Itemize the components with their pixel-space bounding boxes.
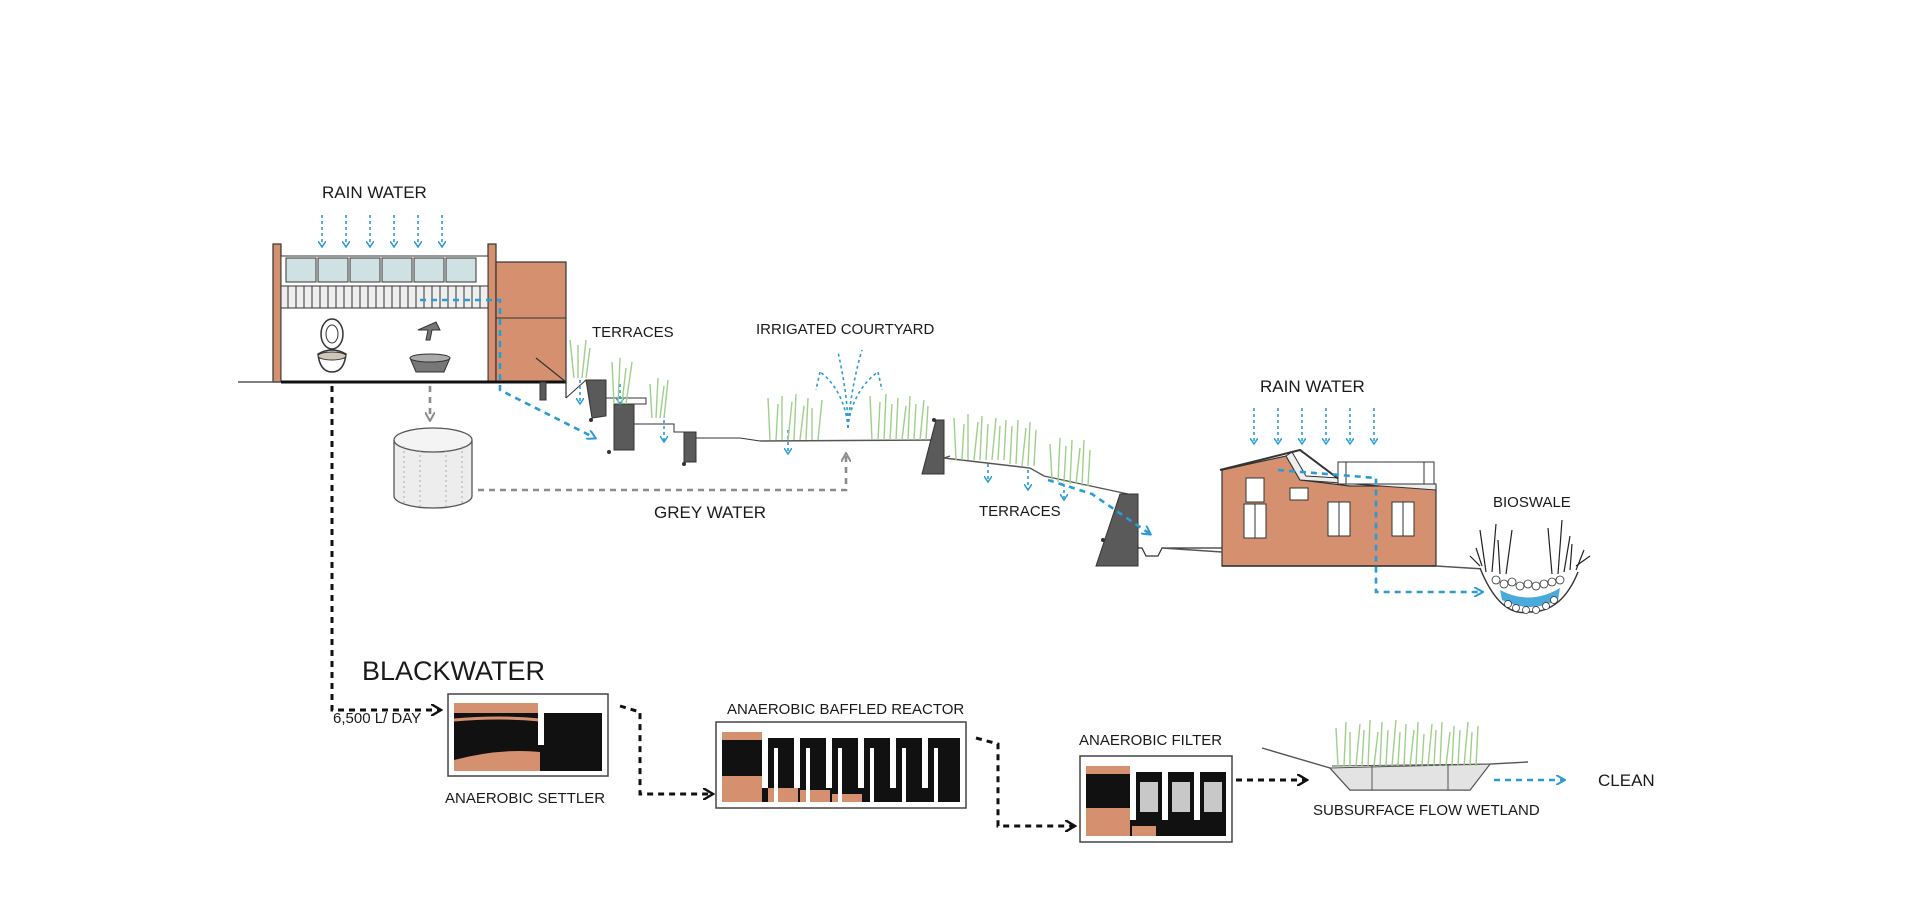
irrigated-courtyard-label: IRRIGATED COURTYARD [756,321,935,338]
terraces-label-bottom: TERRACES [979,503,1061,520]
grey-water-flow-line [478,454,846,492]
bioswale [1469,519,1591,614]
anaerobic-baffled-reactor-tank [715,721,967,809]
anaerobic-settler-tank [447,693,609,777]
rainwater-downpipe-flow [420,298,595,438]
settler-to-reactor-flow [619,704,712,794]
anaerobic-baffled-reactor-label: ANAEROBIC BAFFLED REACTOR [727,701,964,718]
clean-label: CLEAN [1598,771,1655,790]
subsurface-flow-wetland-label: SUBSURFACE FLOW WETLAND [1313,802,1540,819]
toilet-icon [317,318,347,373]
bioswale-label: BIOSWALE [1493,494,1571,511]
rain-water-label-right: RAIN WATER [1260,377,1365,396]
grey-water-tank [393,427,473,509]
main-building [272,243,567,384]
grey-water-label: GREY WATER [654,503,766,522]
terraces-label-top: TERRACES [592,324,674,341]
rainwater-bioswale-flow [1277,468,1482,592]
rain-arrows-left [322,215,442,247]
flow-rate-label: 6,500 L/ DAY [333,710,421,727]
subsurface-flow-wetland [1261,719,1529,791]
reactor-to-filter-flow [975,736,1074,826]
terraces-bottom [921,414,1240,567]
blackwater-flow-line [330,386,440,710]
blackwater-label: BLACKWATER [362,656,545,686]
anaerobic-filter-tank [1079,755,1233,843]
right-building [1161,448,1501,571]
rain-water-label-left: RAIN WATER [322,183,427,202]
terraces-top [535,339,788,466]
rain-arrows-right [1254,408,1374,444]
anaerobic-filter-label: ANAEROBIC FILTER [1079,732,1222,749]
roof-panels [285,257,477,283]
anaerobic-settler-label: ANAEROBIC SETTLER [445,790,605,807]
tap-basin-icon [409,321,451,373]
irrigated-courtyard [759,349,937,442]
